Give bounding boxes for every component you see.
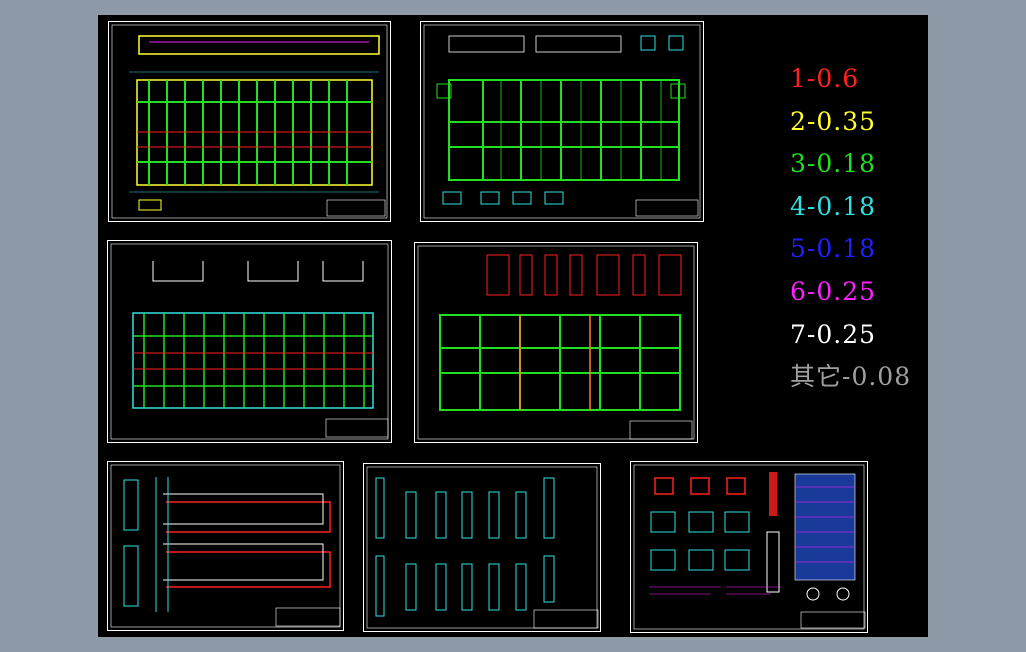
legend-item: 5-0.18 [790, 234, 877, 264]
drawing-sheet-6[interactable] [363, 463, 601, 632]
drawing-sheet-7[interactable] [630, 461, 868, 633]
cad-model-space[interactable] [98, 15, 928, 637]
plan-drawing-1 [111, 24, 388, 219]
drawing-sheet-1[interactable] [108, 21, 391, 222]
lineweight-legend: 1-0.6 2-0.35 3-0.18 4-0.18 5-0.18 6-0.25 7-0.2… [790, 58, 940, 399]
drawing-sheet-5[interactable] [107, 461, 344, 631]
plan-drawing-5 [110, 464, 341, 628]
legend-item: 3-0.18 [790, 149, 877, 179]
legend-item: 7-0.25 [790, 319, 877, 349]
plan-drawing-3 [110, 243, 389, 440]
legend-item: 4-0.18 [790, 191, 877, 221]
legend-item: 其它-0.08 [790, 362, 912, 392]
plan-drawing-7 [633, 464, 866, 630]
plan-drawing-4 [417, 245, 695, 440]
plan-drawing-6 [366, 466, 599, 629]
drawing-sheet-3[interactable] [107, 240, 392, 443]
legend-item: 1-0.6 [790, 64, 860, 93]
plan-drawing-2 [423, 24, 701, 219]
drawing-sheet-4[interactable] [414, 242, 698, 443]
legend-item: 6-0.25 [790, 276, 877, 306]
legend-item: 2-0.35 [790, 106, 877, 136]
drawing-sheet-2[interactable] [420, 21, 704, 222]
